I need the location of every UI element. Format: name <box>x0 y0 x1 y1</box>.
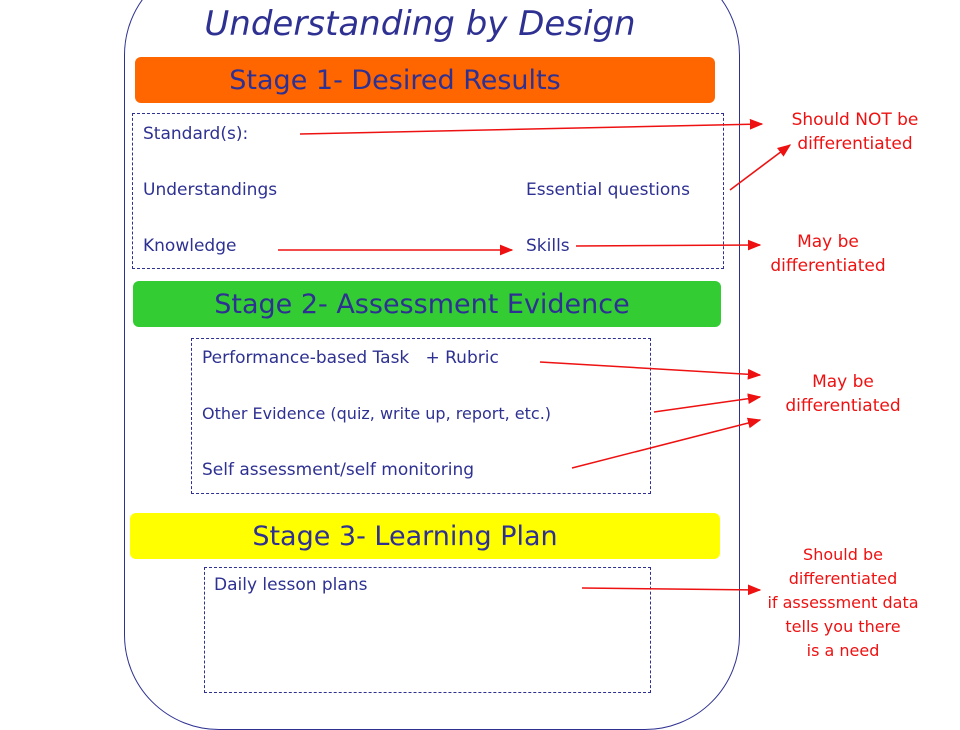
stage1-bar: Stage 1- Desired Results <box>135 57 715 103</box>
arrow-daily-lessons <box>581 584 762 596</box>
knowledge-text: Knowledge <box>143 236 237 256</box>
self-assessment-text: Self assessment/self monitoring <box>202 460 475 480</box>
other-evidence-text: Other Evidence (quiz, write up, report, … <box>202 404 552 423</box>
essential-questions-text: Essential questions <box>526 180 690 200</box>
arrow-standards <box>299 118 764 135</box>
performance-task-text: Performance-based Task + Rubric <box>202 348 499 368</box>
daily-lessons-text: Daily lesson plans <box>214 575 368 595</box>
stage3-bar: Stage 3- Learning Plan <box>130 513 720 559</box>
note-should-differentiate: Should be differentiated if assessment d… <box>767 545 919 660</box>
arrow-skills <box>575 239 762 251</box>
stage3-label: Stage 3- Learning Plan <box>252 520 558 552</box>
stage2-bar: Stage 2- Assessment Evidence <box>133 281 721 327</box>
note-should-not-differentiate: Should NOT be differentiated <box>791 110 919 154</box>
arrow-other-evidence <box>653 393 762 413</box>
understandings-text: Understandings <box>143 180 278 200</box>
stage1-label: Stage 1- Desired Results <box>229 64 561 96</box>
arrow-self-assessment <box>571 417 762 469</box>
note-may-differentiate-1: May be differentiated <box>770 232 886 276</box>
arrow-performance-task <box>539 361 762 380</box>
stage3-box <box>204 567 651 693</box>
note-may-differentiate-2: May be differentiated <box>785 372 901 416</box>
stage2-box <box>191 338 651 494</box>
stage1-box <box>132 113 724 269</box>
skills-text: Skills <box>526 236 570 256</box>
stage2-label: Stage 2- Assessment Evidence <box>214 288 630 320</box>
standards-text: Standard(s): <box>143 124 249 144</box>
arrow-essential-questions <box>729 144 792 191</box>
page-title: Understanding by Design <box>204 4 636 44</box>
